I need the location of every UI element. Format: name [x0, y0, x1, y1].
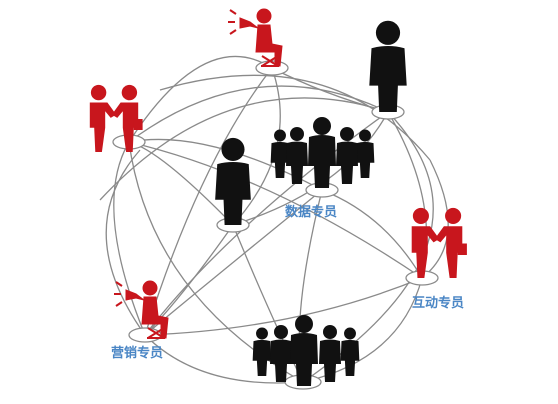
- marketing-specialist-label: 营销专员: [111, 345, 163, 361]
- person-sitting-megaphone-icon: [227, 8, 283, 67]
- group-icon: [252, 315, 360, 386]
- node-bottom-left: [128, 327, 162, 343]
- group-icon: [270, 117, 375, 188]
- handshake-icon: [411, 207, 467, 278]
- interaction-specialist-label: 互动专员: [412, 295, 464, 311]
- data-specialist-label: 数据专员: [285, 204, 337, 220]
- single-person-icon: [369, 20, 407, 113]
